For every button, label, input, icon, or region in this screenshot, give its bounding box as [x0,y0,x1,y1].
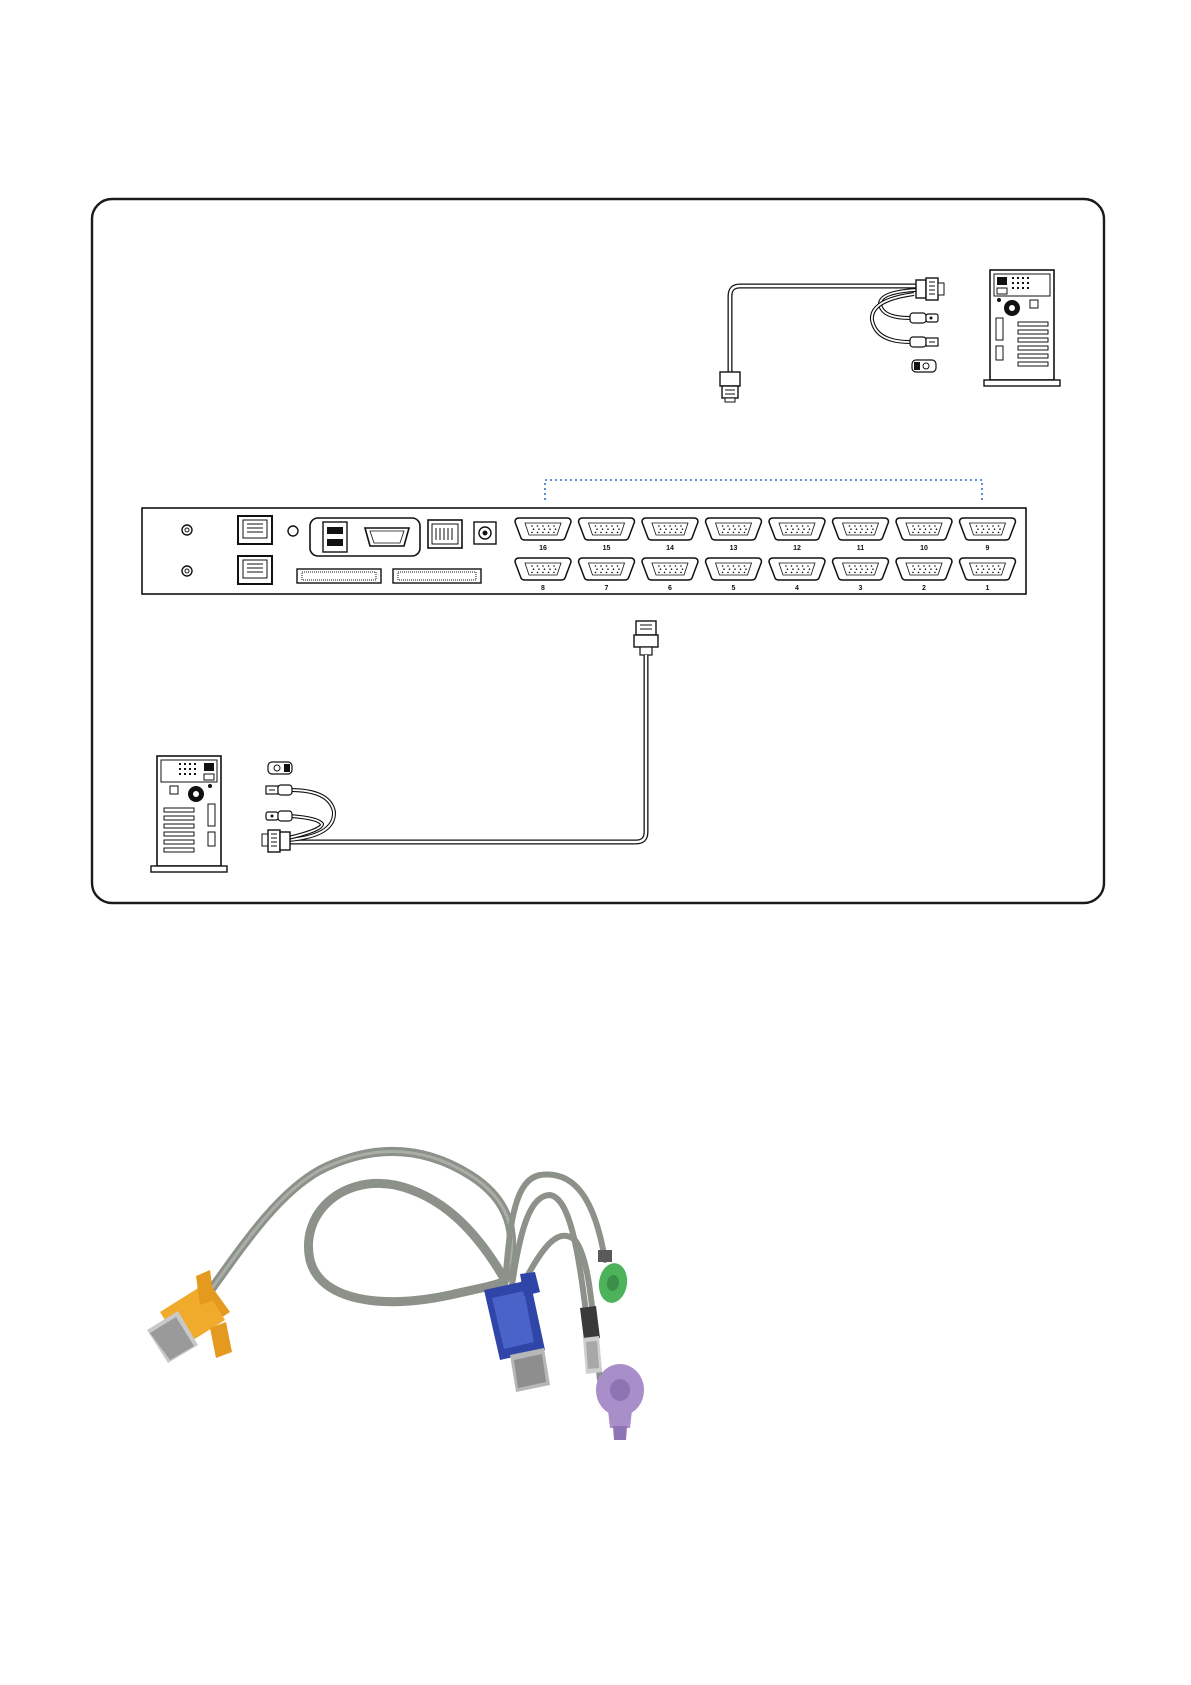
kvm-switch-rear-panel: 16 15 14 13 12 11 10 9 8 7 6 5 4 3 2 1 [142,508,1026,594]
bottom-usb-connector [266,785,292,795]
kvm-cable-photo [147,1151,644,1440]
blue-vga-connector [484,1272,550,1392]
daisy-chain-port-icon [297,569,381,583]
port-number-label: 11 [857,545,865,552]
port-number-label: 10 [920,545,928,552]
top-usb-connector [910,337,938,347]
port-number-label: 4 [795,585,799,592]
port-number-label: 3 [859,585,863,592]
cable-loop [200,1151,512,1305]
port-number-label: 15 [603,545,611,552]
top-ps2-connector [910,313,938,323]
port-number-label: 7 [605,585,609,592]
port-number-label: 8 [541,585,545,592]
bottom-ps2-connector-2 [266,811,292,821]
daisy-chain-port-icon [393,569,481,583]
lan-port-icon [428,520,462,548]
purple-ps2-connector [596,1364,644,1440]
top-cable-end-connector [720,372,740,402]
bottom-ps2-connector [268,762,292,774]
top-ps2-connector-2 [912,360,936,372]
usb-port-icon [323,522,347,552]
port-number-label: 14 [666,545,674,552]
computer-tower-top-right [984,270,1060,386]
power-jack-icon [474,522,496,544]
computer-tower-bottom-left [151,756,227,872]
port-number-label: 1 [986,585,990,592]
port-number-label: 12 [793,545,801,552]
rj45-port-icon [238,516,272,544]
vga-console-port-icon [365,528,409,546]
port-number-label: 9 [986,545,990,552]
port-number-label: 16 [539,545,547,552]
port-number-label: 5 [732,585,736,592]
rj45-port-icon [238,556,272,584]
green-ps2-connector [596,1250,629,1305]
port-number-label: 2 [922,585,926,592]
port-number-label: 13 [730,545,738,552]
usb-connector [580,1306,602,1374]
port-number-label: 6 [668,585,672,592]
